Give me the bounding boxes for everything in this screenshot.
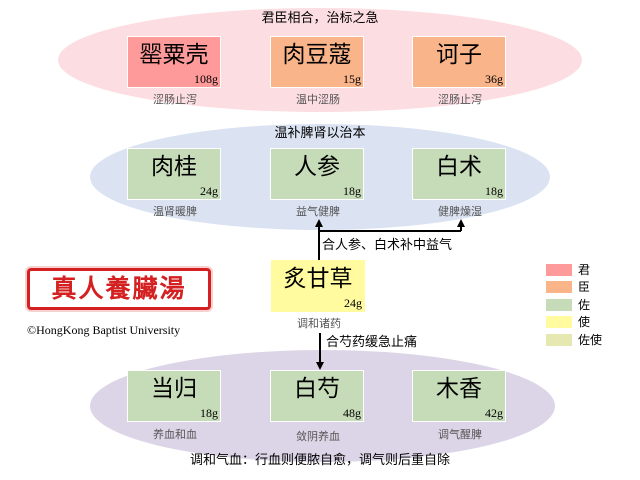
legend-label: 佐使 [578, 332, 603, 347]
legend-item: 臣 [546, 279, 602, 296]
herb-name: 白术 [436, 154, 482, 180]
herb-function: 涩肠止泻 [153, 93, 197, 106]
herb-weight: 24g [200, 184, 218, 198]
herb-function: 涩肠止泻 [438, 93, 482, 106]
legend-swatch [546, 263, 572, 276]
copyright: ©HongKong Baptist University [27, 323, 181, 337]
legend: 君 臣 佐 使 佐使 [546, 261, 602, 349]
formula-seal: 真人養臟湯 [27, 268, 211, 310]
legend-label: 佐 [578, 297, 591, 312]
legend-swatch [546, 298, 572, 311]
herb-weight: 36g [485, 72, 503, 86]
herb-box-zhigancao: 炙甘草 24g [271, 260, 365, 312]
connector-line [318, 230, 461, 232]
herb-weight: 15g [343, 72, 361, 86]
herb-weight: 18g [343, 184, 361, 198]
herb-name: 木香 [436, 376, 482, 402]
connector-line [318, 226, 320, 260]
legend-label: 使 [578, 315, 591, 329]
bottom-group-title: 调和气血：行血则便脓自愈，调气则后重自除 [189, 453, 450, 468]
herb-box-roudoukou: 肉豆蔻 15g [270, 36, 364, 88]
herb-name: 肉豆蔻 [282, 42, 352, 68]
annotation-up: 合人参、白术补中益气 [322, 238, 453, 253]
legend-label: 君 [578, 262, 591, 277]
legend-item: 佐使 [546, 331, 602, 348]
herb-name: 白芍 [294, 376, 340, 402]
top-group-title: 君臣相合，治标之急 [261, 11, 379, 26]
herb-weight: 24g [344, 296, 362, 310]
legend-swatch [546, 333, 572, 346]
herb-weight: 18g [485, 184, 503, 198]
herb-function: 敛阴养血 [296, 430, 340, 443]
legend-swatch [546, 281, 572, 293]
herb-name: 炙甘草 [283, 266, 353, 292]
legend-item: 使 [546, 314, 602, 331]
legend-label: 臣 [578, 280, 591, 294]
connector-line [460, 226, 462, 231]
herb-weight: 48g [343, 406, 361, 420]
arrow-down-icon [316, 362, 324, 370]
herb-weight: 18g [200, 406, 218, 420]
arrow-up-icon [315, 219, 323, 227]
arrow-up-icon [457, 219, 465, 227]
herb-function: 调气醒脾 [438, 428, 482, 441]
herb-weight: 108g [194, 72, 218, 86]
annotation-down: 合芍药缓急止痛 [326, 335, 418, 350]
herb-function: 健脾燥湿 [438, 205, 482, 218]
legend-item: 君 [546, 261, 602, 278]
herb-function: 温中涩肠 [296, 93, 340, 106]
herb-name: 诃子 [436, 42, 482, 68]
herb-weight: 42g [485, 406, 503, 420]
legend-swatch [546, 316, 572, 328]
herb-function: 益气健脾 [296, 205, 340, 218]
middle-group-title: 温补脾肾以治本 [274, 126, 366, 141]
herb-name: 人参 [294, 154, 340, 180]
herb-function: 养血和血 [153, 428, 197, 441]
legend-item: 佐 [546, 296, 602, 313]
herb-name: 罂粟壳 [139, 42, 209, 68]
herb-name: 当归 [151, 376, 197, 402]
herb-function: 温肾暖脾 [153, 205, 197, 218]
herb-function: 调和诸药 [297, 317, 341, 330]
herb-box-yingsuqiao: 罂粟壳 108g [127, 36, 221, 88]
connector-line [319, 333, 321, 363]
herb-name: 肉桂 [151, 154, 197, 180]
